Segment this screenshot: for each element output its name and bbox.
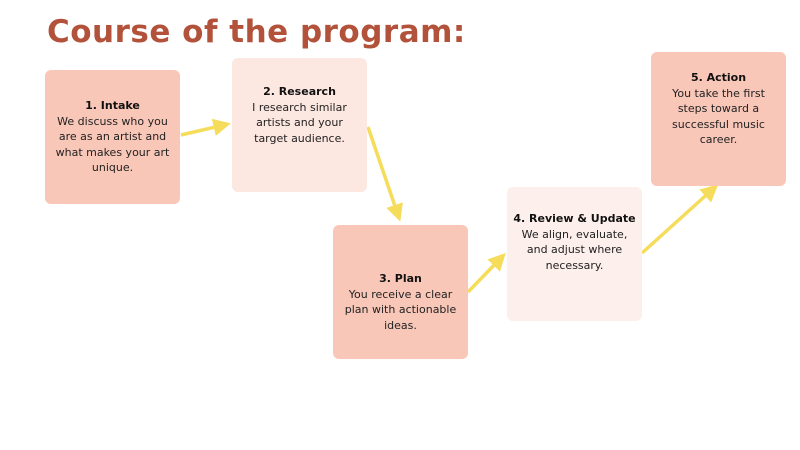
- step-text: You receive a clear plan with actionable…: [344, 287, 457, 332]
- arrow-3-to-4: [466, 252, 506, 294]
- step-heading: 2. Research: [263, 85, 336, 98]
- step-intake: 1. Intake We discuss who you are as an a…: [45, 70, 180, 204]
- step-text: You take the first steps toward a succes…: [672, 86, 765, 147]
- step-review-update: 4. Review & Update We align, evaluate, a…: [507, 187, 642, 321]
- arrow-2-to-3: [366, 126, 403, 222]
- step-heading: 4. Review & Update: [513, 212, 636, 225]
- step-text: We align, evaluate, and adjust where nec…: [521, 227, 628, 272]
- step-text: We discuss who you are as an artist and …: [55, 114, 170, 175]
- page-title: Course of the program:: [47, 14, 466, 50]
- arrow-4-to-5: [640, 184, 719, 255]
- arrow-1-to-2: [180, 118, 231, 137]
- step-research: 2. Research I research similar artists a…: [232, 58, 367, 192]
- step-action: 5. Action You take the first steps towar…: [651, 52, 786, 186]
- step-plan: 3. Plan You receive a clear plan with ac…: [333, 225, 468, 359]
- step-text: I research similar artists and your targ…: [252, 100, 347, 145]
- step-heading: 5. Action: [690, 71, 747, 85]
- step-heading: 1. Intake: [85, 99, 140, 113]
- step-heading: 3. Plan: [379, 272, 422, 285]
